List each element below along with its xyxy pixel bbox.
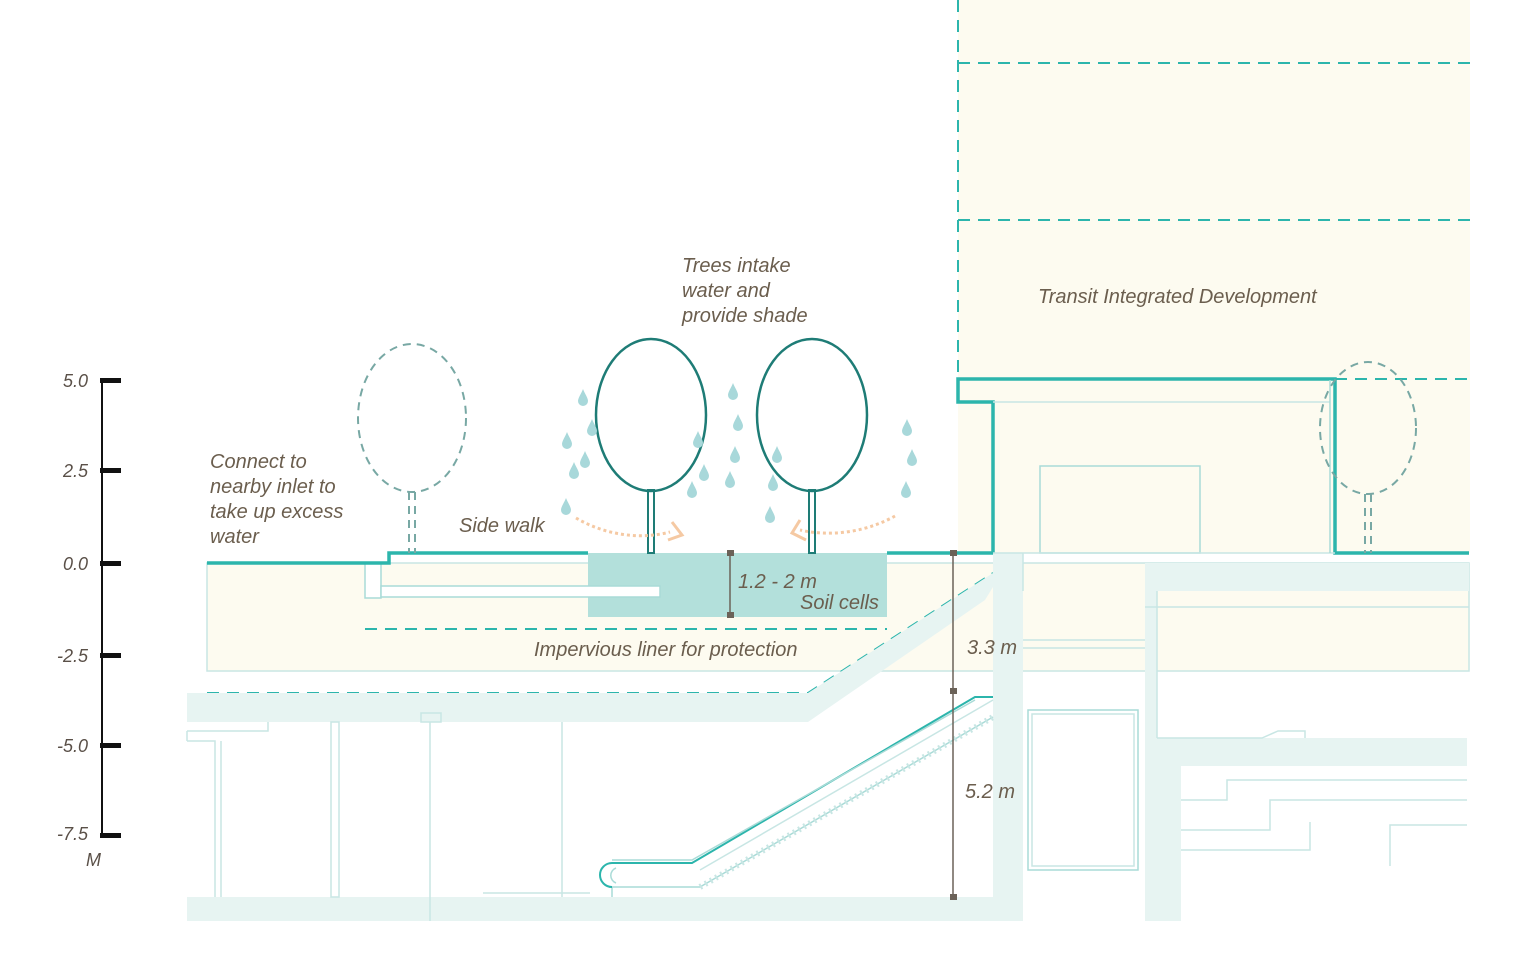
soil-depth-label: 1.2 - 2 m: [738, 571, 817, 593]
water-drop: [587, 419, 597, 436]
soil-cells-label: Soil cells: [800, 592, 879, 614]
water-drop: [578, 389, 588, 406]
ghost-tree-left: [357, 343, 467, 553]
water-drop: [765, 506, 775, 523]
tid-building-fill: [958, 0, 1470, 553]
scale-bar: 5.0 2.5 0.0 -2.5 -5.0 -7.5 M: [57, 371, 121, 870]
scale-tick-label: -2.5: [57, 646, 89, 666]
water-drop: [907, 449, 917, 466]
scale-tick-label: 2.5: [62, 461, 89, 481]
trees-label-line: water and: [682, 280, 771, 302]
water-drop: [768, 474, 778, 491]
dimension-station-height: [950, 550, 957, 900]
water-drop: [561, 498, 571, 515]
escalator: [599, 696, 995, 897]
water-drop: [687, 481, 697, 498]
connect-label-line: take up excess: [210, 501, 343, 523]
height-5-2-label: 5.2 m: [965, 781, 1015, 803]
water-drop: [902, 419, 912, 436]
scale-tick-label: -7.5: [57, 824, 89, 844]
water-droplets: [561, 383, 917, 523]
tid-floor-lines: [957, 0, 1470, 380]
water-drop: [569, 462, 579, 479]
trees-label-line: Trees intake: [682, 255, 791, 277]
scale-tick-label: 0.0: [63, 554, 88, 574]
sidewalk-label: Side walk: [459, 515, 546, 537]
water-drop: [772, 446, 782, 463]
scale-tick-label: -5.0: [57, 736, 88, 756]
water-drop: [562, 432, 572, 449]
height-3-3-label: 3.3 m: [967, 637, 1017, 659]
connect-inlet-label: Connect to nearby inlet to take up exces…: [210, 451, 349, 548]
scale-tick-label: 5.0: [63, 371, 88, 391]
tid-label: Transit Integrated Development: [1038, 286, 1318, 308]
connect-label-line: nearby inlet to: [210, 476, 336, 498]
street-surface: [207, 377, 1469, 565]
dimension-soil-depth: [727, 550, 734, 618]
water-drop: [725, 471, 735, 488]
connect-label-line: Connect to: [210, 451, 307, 473]
water-drop: [728, 383, 738, 400]
station-slabs: [187, 553, 1469, 921]
water-drop: [699, 464, 709, 481]
liner-label: Impervious liner for protection: [534, 639, 797, 661]
trees-label-line: provide shade: [681, 305, 808, 327]
water-drop: [580, 451, 590, 468]
trees-label: Trees intake water and provide shade: [681, 255, 808, 327]
scale-unit-label: M: [86, 850, 101, 870]
water-drop: [733, 414, 743, 431]
station-outlines: [186, 553, 1469, 921]
tree-left: [594, 337, 708, 554]
tree-right: [755, 337, 869, 554]
connect-label-line: water: [210, 526, 260, 548]
water-flow-arrows: [575, 514, 896, 542]
water-drop: [901, 481, 911, 498]
water-drop: [730, 446, 740, 463]
water-drop: [693, 431, 703, 448]
ghost-tree-right: [1319, 361, 1417, 553]
soil-cells: [588, 553, 887, 617]
